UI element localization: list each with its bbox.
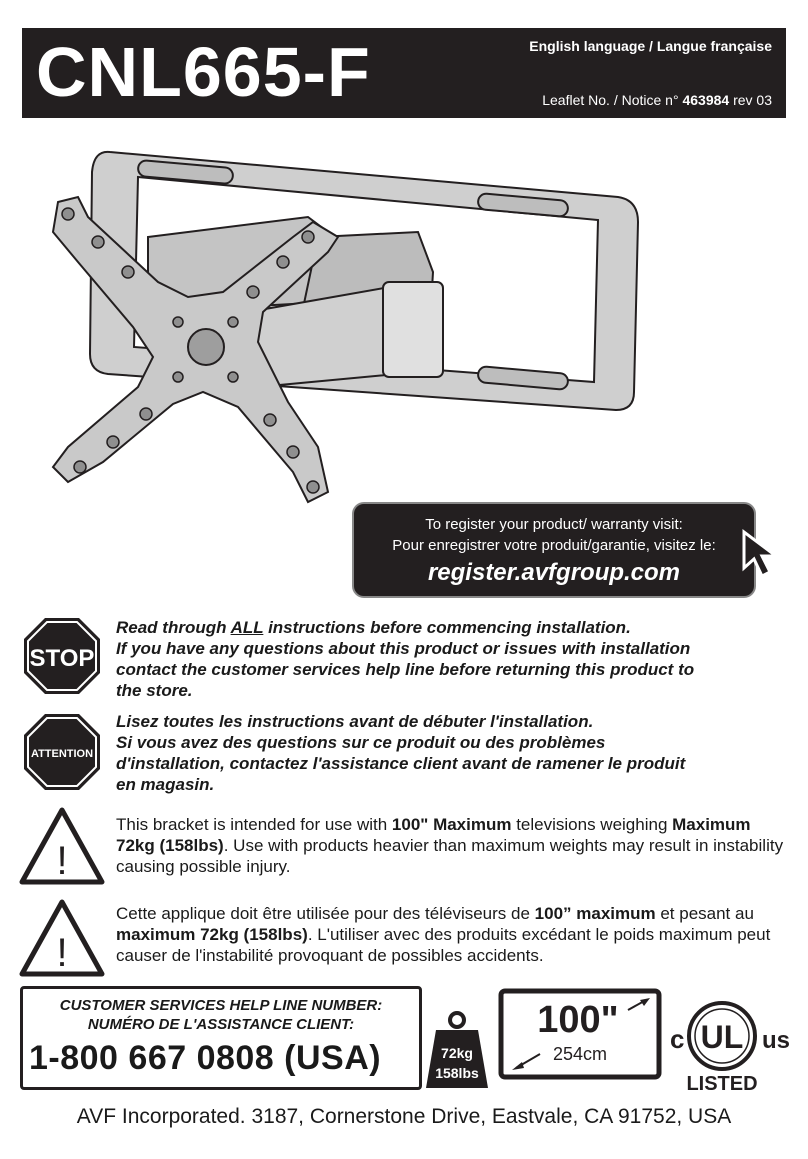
english-notice: Read through ALL instructions before com…	[116, 618, 695, 700]
stop-sign-label: STOP	[30, 645, 95, 672]
svg-text:LISTED: LISTED	[686, 1073, 757, 1092]
header-banner: CNL665-F English language / Langue franç…	[22, 28, 786, 118]
svg-text:!: !	[56, 839, 67, 883]
weight-lbs-label: 158lbs	[435, 1065, 479, 1081]
warning-triangle-icon: !	[19, 807, 105, 885]
model-number: CNL665-F	[36, 33, 371, 111]
leaflet-number: Leaflet No. / Notice n° 463984 rev 03	[542, 92, 772, 108]
svg-text:!: !	[56, 931, 67, 975]
attention-sign-icon: ATTENTION	[24, 714, 100, 790]
help-line-phone[interactable]: 1-800 667 0808 (USA)	[29, 1039, 382, 1077]
weight-icon: 72kg 158lbs	[426, 1011, 488, 1088]
screen-size-inch-label: 100"	[537, 999, 618, 1041]
help-line-box: CUSTOMER SERVICES HELP LINE NUMBER: NUMÉ…	[20, 986, 422, 1090]
wall-mount-bracket-illustration	[51, 150, 640, 504]
svg-text:c: c	[670, 1024, 684, 1054]
company-address: AVF Incorporated. 3187, Cornerstone Driv…	[76, 1105, 732, 1128]
help-line-label-english: CUSTOMER SERVICES HELP LINE NUMBER:	[59, 997, 383, 1014]
attention-sign-label: ATTENTION	[31, 748, 93, 760]
ul-listed-icon: c UL us LISTED	[670, 1001, 790, 1092]
english-weight-warning: This bracket is intended for use with 10…	[116, 815, 784, 876]
help-line-label-french: NUMÉRO DE L'ASSISTANCE CLIENT:	[87, 1016, 355, 1033]
screen-size-cm-label: 254cm	[553, 1044, 607, 1064]
register-line-english: To register your product/ warranty visit…	[425, 516, 683, 533]
warning-triangle-icon: !	[19, 899, 105, 977]
stop-sign-icon: STOP	[24, 618, 100, 694]
register-url-link[interactable]: register.avfgroup.com	[427, 559, 681, 586]
svg-text:us: us	[762, 1027, 790, 1054]
french-notice: Lisez toutes les instructions avant de d…	[116, 712, 686, 794]
register-product-box: To register your product/ warranty visit…	[352, 502, 756, 598]
pointer-cursor-icon	[742, 529, 781, 579]
screen-size-icon: 100" 254cm	[498, 988, 662, 1080]
svg-text:UL: UL	[701, 1019, 744, 1055]
french-weight-warning: Cette applique doit être utilisée pour d…	[116, 904, 771, 965]
register-line-french: Pour enregistrer votre produit/garantie,…	[392, 537, 716, 554]
language-label: English language / Langue française	[529, 38, 772, 54]
weight-kg-label: 72kg	[441, 1045, 473, 1061]
